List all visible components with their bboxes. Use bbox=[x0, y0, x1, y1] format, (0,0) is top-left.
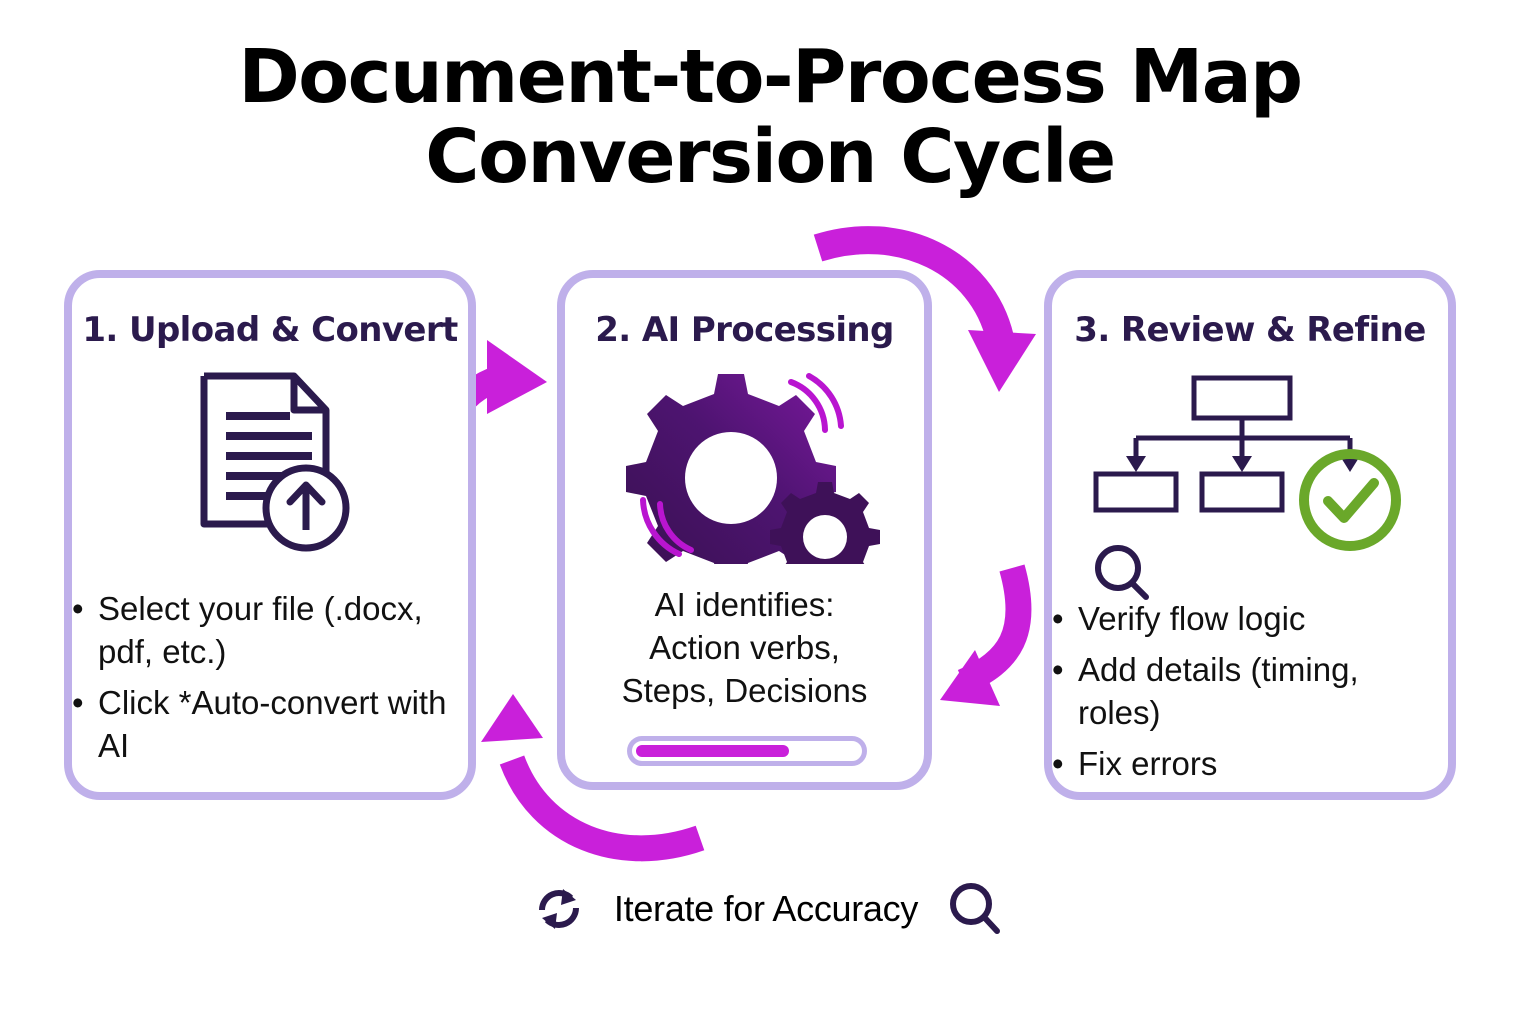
card-step-3[interactable]: 3. Review & Refine bbox=[1044, 270, 1456, 800]
footer-label: Iterate for Accuracy bbox=[613, 888, 919, 929]
body-line: AI identifies: bbox=[654, 586, 835, 623]
document-upload-icon bbox=[166, 364, 366, 554]
page-title: Document-to-Process Map Conversion Cycle bbox=[238, 34, 1303, 200]
card-1-body: Select your file (.docx, pdf, etc.) Clic… bbox=[72, 588, 468, 776]
magnifier-icon bbox=[944, 878, 1006, 940]
card-3-body: Verify flow logic Add details (timing, r… bbox=[1052, 598, 1448, 794]
card-1-title: 1. Upload & Convert bbox=[82, 310, 458, 350]
list-item: Select your file (.docx, pdf, etc.) bbox=[72, 588, 468, 674]
list-item: Verify flow logic bbox=[1052, 598, 1448, 641]
arrow-step3-to-step2 bbox=[940, 564, 1032, 706]
magnifier-icon bbox=[1088, 540, 1158, 610]
body-line: Action verbs, bbox=[649, 628, 840, 666]
body-line: Steps, Decisions bbox=[621, 671, 868, 709]
card-step-2[interactable]: 2. AI Processing bbox=[557, 270, 932, 790]
list-item: Add details (timing, roles) bbox=[1052, 649, 1448, 735]
refresh-cycle-icon bbox=[530, 880, 588, 938]
footer-legend: Iterate for Accuracy bbox=[0, 878, 1536, 940]
card-step-1[interactable]: 1. Upload & Convert Select your file (.d… bbox=[64, 270, 476, 800]
card-3-title: 3. Review & Refine bbox=[1074, 310, 1426, 350]
card-2-body: AI identifies: Action verbs, Steps, Deci… bbox=[565, 584, 924, 713]
flowchart-check-icon bbox=[1082, 370, 1412, 560]
card-2-title: 2. AI Processing bbox=[595, 310, 894, 350]
list-item: Fix errors bbox=[1052, 743, 1448, 786]
progress-bar bbox=[627, 736, 867, 766]
list-item: Click *Auto-convert with AI bbox=[72, 682, 468, 768]
progress-bar-fill bbox=[636, 745, 789, 757]
gears-icon bbox=[613, 364, 883, 592]
